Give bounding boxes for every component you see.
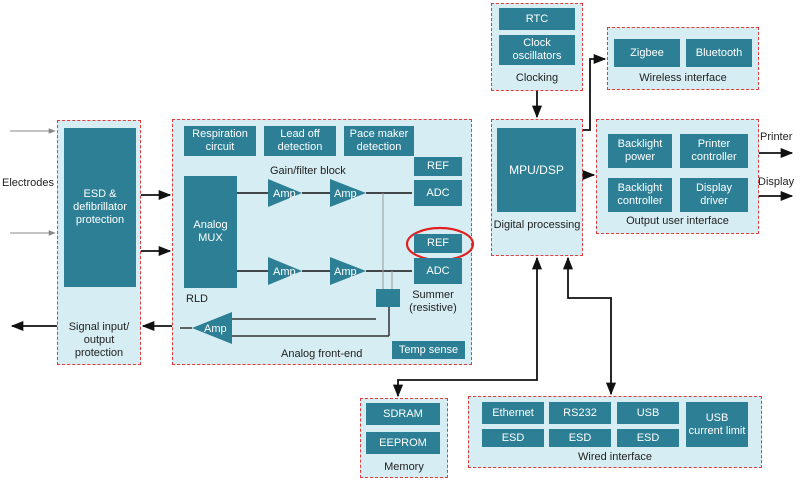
svg-text:Amp: Amp: [273, 188, 296, 200]
rtc-block: RTC: [499, 8, 575, 30]
display-label: Display: [758, 176, 795, 188]
protection-group-title: Signal input/ output protection: [68, 321, 130, 359]
esd-usb-block: ESD: [617, 429, 679, 447]
amp-rld: Amp: [192, 312, 232, 344]
digital-processing-title: Digital processing: [493, 219, 581, 231]
memory-title: Memory: [384, 461, 424, 473]
svg-text:Amp: Amp: [334, 188, 357, 200]
svg-text:Amp: Amp: [204, 323, 227, 335]
rld-label: RLD: [186, 293, 209, 305]
svg-text:Amp: Amp: [334, 266, 357, 278]
summer-label: Summer (resistive): [409, 289, 457, 314]
summer-block: [376, 289, 400, 307]
respiration-circuit-block: Respiration circuit: [184, 126, 256, 156]
adc-top-block: ADC: [414, 180, 462, 206]
rs232-block: RS232: [549, 402, 611, 424]
display-driver-block: Display driver: [680, 178, 748, 212]
esd-rs232-block: ESD: [549, 429, 611, 447]
zigbee-block: Zigbee: [614, 39, 680, 67]
ethernet-block: Ethernet: [482, 402, 544, 424]
amp-bottom-1: Amp: [268, 257, 302, 285]
analog-mux-block: Analog MUX: [184, 176, 237, 288]
esd-ethernet-block: ESD: [482, 429, 544, 447]
amp-top-2: Amp: [330, 179, 366, 207]
temp-sense-block: Temp sense: [392, 341, 465, 359]
mpu-dsp-block: MPU/DSP: [497, 128, 576, 212]
analog-front-end-title: Analog front-end: [281, 348, 363, 360]
wired-interface-title: Wired interface: [578, 451, 652, 463]
wireless-interface-title: Wireless interface: [639, 72, 727, 84]
usb-current-limit-block: USB current limit: [686, 402, 748, 447]
gain-filter-block-label: Gain/filter block: [270, 165, 346, 177]
ref-bottom-block: REF: [414, 234, 462, 253]
backlight-power-block: Backlight power: [608, 134, 672, 168]
svg-text:Amp: Amp: [273, 266, 296, 278]
esd-defibrillator-protection-block: ESD & defibrillator protection: [64, 128, 136, 287]
printer-controller-block: Printer controller: [680, 134, 748, 168]
eeprom-block: EEPROM: [366, 432, 440, 454]
ref-top-block: REF: [414, 157, 462, 176]
output-interface-title: Output user interface: [626, 215, 729, 227]
sdram-block: SDRAM: [366, 403, 440, 425]
clocking-title: Clocking: [515, 72, 559, 84]
usb-block: USB: [617, 402, 679, 424]
bluetooth-block: Bluetooth: [686, 39, 752, 67]
clock-oscillators-block: Clock oscillators: [499, 35, 575, 65]
pace-maker-detection-block: Pace maker detection: [344, 126, 414, 156]
backlight-controller-block: Backlight controller: [608, 178, 672, 212]
adc-bottom-block: ADC: [414, 258, 462, 284]
printer-label: Printer: [760, 131, 793, 143]
amp-top-1: Amp: [268, 179, 302, 207]
lead-off-detection-block: Lead off detection: [264, 126, 336, 156]
amp-bottom-2: Amp: [330, 257, 366, 285]
electrodes-label: Electrodes: [2, 177, 54, 189]
